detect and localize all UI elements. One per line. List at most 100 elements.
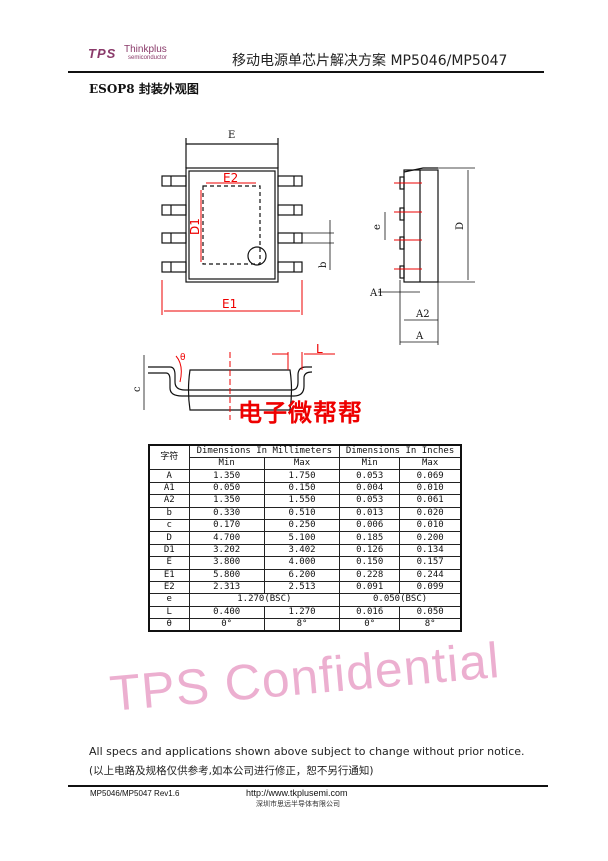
table-cell: A2 (148, 494, 190, 508)
footer-revision: MP5046/MP5047 Rev1.6 (90, 789, 180, 798)
notice-en: All specs and applications shown above s… (89, 745, 525, 758)
table-cell: 0.134 (399, 543, 462, 558)
table-cell: 1.350 (188, 494, 265, 508)
table-cell: 0.510 (263, 506, 341, 520)
label-b: b (318, 262, 329, 268)
header-mm: Dimensions In Millimeters (188, 444, 341, 458)
table-cell: 3.800 (188, 556, 265, 570)
table-cell: 0.150 (263, 481, 341, 496)
table-cell: 5.800 (188, 568, 265, 582)
label-D1: D1 (188, 218, 202, 235)
table-cell: 0.050(BSC) (339, 593, 462, 607)
table-cell: 0.050 (399, 605, 462, 620)
table-cell: L (148, 605, 190, 620)
table-cell: 2.313 (188, 580, 265, 595)
table-cell: 1.550 (263, 494, 341, 508)
table-cell: 3.402 (263, 543, 341, 558)
table-cell: 0.010 (399, 481, 462, 496)
overlay-red-text: 电子微帮帮 (238, 399, 363, 427)
table-cell: 0.170 (188, 518, 265, 533)
table-cell: 0.061 (399, 494, 462, 508)
table-cell: 0.099 (399, 580, 462, 595)
table-cell: E2 (148, 580, 190, 595)
header-in-min: Min (339, 456, 401, 471)
table-cell: 0.150 (339, 556, 401, 570)
package-drawing: E b e D A1 A2 A c E2 D1 E1 L θ (132, 130, 475, 420)
table-cell: D1 (148, 543, 190, 558)
header-mm-max: Max (263, 456, 341, 471)
table-cell: 0.126 (339, 543, 401, 558)
table-cell: 1.270 (263, 605, 341, 620)
label-L: L (316, 342, 323, 356)
header-title: 移动电源单芯片解决方案 MP5046/MP5047 (232, 53, 508, 69)
header-mm-min: Min (188, 456, 265, 471)
logo-tps: TPS (88, 46, 117, 61)
table-cell: 0.020 (399, 506, 462, 520)
table-cell: 0.400 (188, 605, 265, 620)
table-cell: 0.200 (399, 531, 462, 545)
table-cell: 0.069 (399, 469, 462, 483)
label-E2: E2 (223, 171, 238, 185)
table-cell: A1 (148, 481, 190, 496)
header-symbol: 字符 (148, 444, 190, 471)
table-cell: 0.004 (339, 481, 401, 496)
table-cell: 0.010 (399, 518, 462, 533)
table-cell: E (148, 556, 190, 570)
table-cell: 6.200 (263, 568, 341, 582)
table-cell: b (148, 506, 190, 520)
label-e: e (372, 224, 383, 230)
table-cell: E1 (148, 568, 190, 582)
table-cell: 1.270(BSC) (188, 593, 341, 607)
table-cell: A (148, 469, 190, 483)
notice-cn: (以上电路及规格仅供参考,如本公司进行修正，恕不另行通知) (89, 765, 374, 777)
table-cell: 0° (339, 618, 401, 632)
table-cell: 0.050 (188, 481, 265, 496)
table-cell: 4.700 (188, 531, 265, 545)
table-cell: θ (148, 618, 190, 632)
footer-divider (68, 785, 548, 787)
label-A2: A2 (415, 309, 430, 320)
table-cell: 0.016 (339, 605, 401, 620)
table-cell: 0.006 (339, 518, 401, 533)
table-cell: 1.350 (188, 469, 265, 483)
logo-brand: Thinkplus (124, 44, 167, 55)
table-cell: 3.202 (188, 543, 265, 558)
table-cell: 0.053 (339, 469, 401, 483)
label-E1: E1 (222, 297, 237, 311)
table-cell: 0.330 (188, 506, 265, 520)
footer-company: 深圳市思远半导体有限公司 (256, 800, 340, 808)
footer-url[interactable]: http://www.tkplusemi.com (246, 788, 348, 798)
table-cell: 0° (188, 618, 265, 632)
label-A1: A1 (369, 288, 384, 299)
table-cell: e (148, 593, 190, 607)
label-E: E (228, 130, 235, 141)
company-logo: TPS Thinkplus semiconductor (88, 44, 198, 62)
table-cell: 0.244 (399, 568, 462, 582)
table-cell: D (148, 531, 190, 545)
watermark: TPS Confidential (107, 632, 503, 722)
logo-sub: semiconductor (128, 55, 168, 61)
dimensions-table: 字符 Dimensions In Millimeters Dimensions … (148, 444, 462, 633)
table-cell: 5.100 (263, 531, 341, 545)
table-cell: 0.157 (399, 556, 462, 570)
header-in: Dimensions In Inches (339, 444, 462, 458)
table-cell: 0.185 (339, 531, 401, 545)
table-cell: 4.000 (263, 556, 341, 570)
table-cell: 8° (399, 618, 462, 632)
label-A: A (415, 331, 424, 342)
table-cell: 8° (263, 618, 341, 632)
table-cell: 0.250 (263, 518, 341, 533)
table-cell: 1.750 (263, 469, 341, 483)
header-in-max: Max (399, 456, 462, 471)
